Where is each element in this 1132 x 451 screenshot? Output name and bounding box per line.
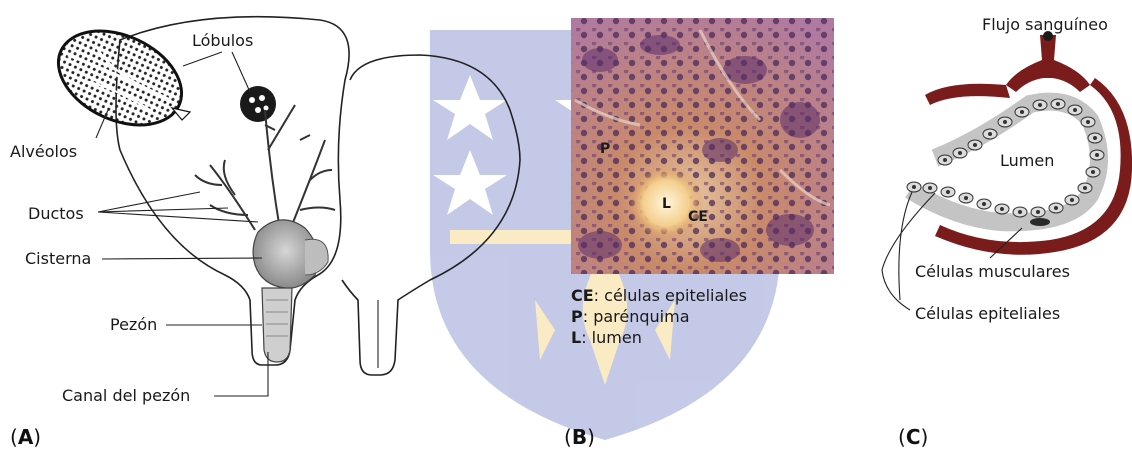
panel-c-tag: (C) xyxy=(898,425,928,449)
legend-item-ce: CE: células epiteliales xyxy=(571,286,747,305)
label-alveolos: Alvéolos xyxy=(10,142,77,161)
label-musculares: Células musculares xyxy=(915,262,1070,281)
label-cisterna: Cisterna xyxy=(25,249,91,268)
panel-a-tag: (A) xyxy=(10,425,41,449)
teat-illustration xyxy=(262,288,292,362)
label-pezon: Pezón xyxy=(110,315,157,334)
histology-label-p: P xyxy=(600,141,610,157)
leader-cisterna xyxy=(102,258,262,259)
histology-label-ce: CE xyxy=(688,209,708,225)
legend-item-p: P: parénquima xyxy=(571,307,690,326)
label-flujo: Flujo sanguíneo xyxy=(982,15,1108,34)
panel-b-tag: (B) xyxy=(564,425,595,449)
label-ductos: Ductos xyxy=(28,204,84,223)
ducts-illustration xyxy=(195,105,335,230)
label-lumen: Lumen xyxy=(1000,151,1054,170)
histology-label-l: L xyxy=(662,196,671,212)
leader-canal xyxy=(214,352,268,396)
panel-c-alveolus-diagram: Flujo sanguíneo Lumen Células musculares… xyxy=(882,15,1132,449)
label-canal: Canal del pezón xyxy=(62,386,190,405)
label-epiteliales: Células epiteliales xyxy=(915,304,1060,323)
alveoli-leaf-illustration xyxy=(43,12,196,143)
label-lobulos: Lóbulos xyxy=(192,31,253,50)
leader-lobulos xyxy=(183,52,250,92)
lobule-illustration xyxy=(240,86,276,122)
legend-item-l: L: lumen xyxy=(571,328,642,347)
